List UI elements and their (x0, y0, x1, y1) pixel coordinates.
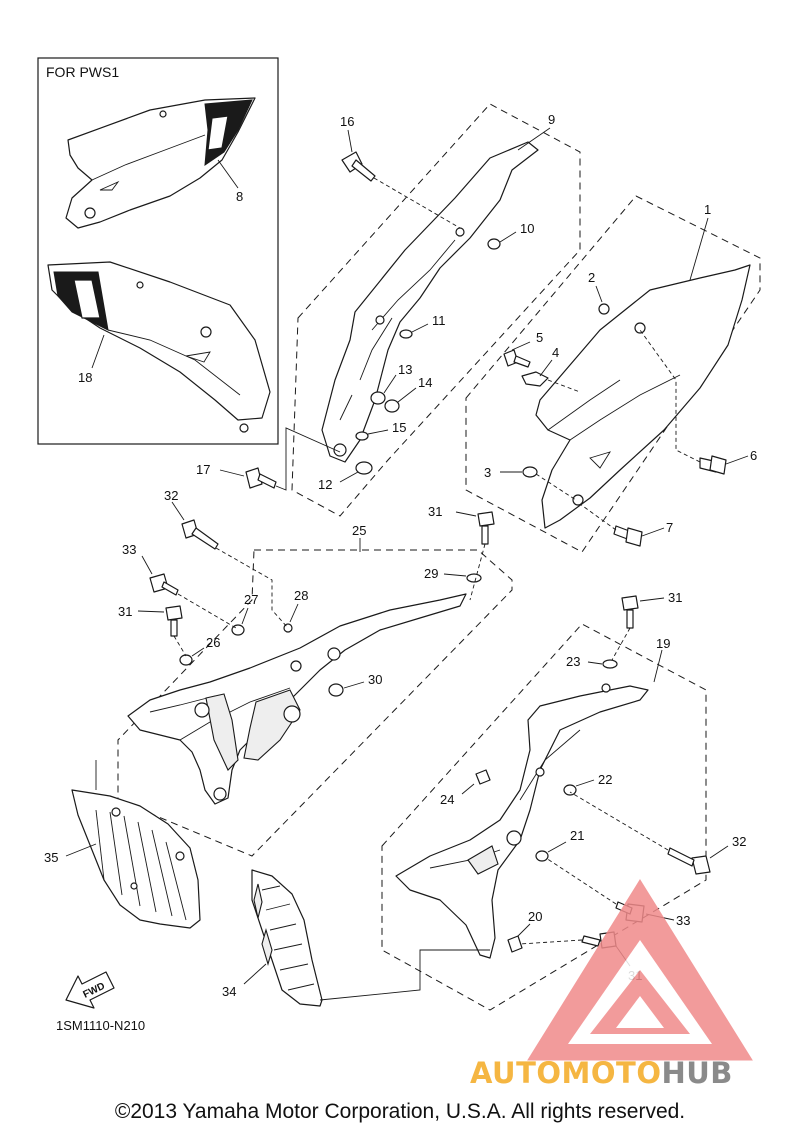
callout-13: 13 (398, 362, 412, 377)
group-boundary-9 (291, 103, 581, 517)
bolt-32-upper (181, 519, 289, 629)
grommet-23 (602, 659, 618, 669)
bolt-31-top (469, 511, 495, 601)
inset-frame (37, 57, 279, 445)
collar-21 (535, 850, 549, 862)
callout-33-a: 33 (122, 542, 136, 557)
callout-31-b: 31 (118, 604, 132, 619)
copyright-notice: ©2013 Yamaha Motor Corporation, U.S.A. A… (114, 1100, 686, 1123)
callout-17: 17 (196, 462, 210, 477)
grille-34 (251, 869, 323, 1007)
nut-20 (507, 935, 523, 953)
grommet-29 (466, 573, 482, 583)
collar-3 (522, 466, 538, 478)
watermark-text-automoto: AUTOMOTO (470, 1056, 662, 1090)
bolt-31-right-upper (611, 595, 639, 661)
callout-12: 12 (318, 477, 332, 492)
damper-30 (328, 683, 344, 697)
diagram-code: 1SM1110-N210 (56, 1018, 145, 1033)
callout-21: 21 (570, 828, 584, 843)
assembly-1: 1 2 5 4 3 6 (465, 195, 761, 553)
collar-10 (487, 238, 501, 250)
fwd-arrow: FWD (65, 971, 115, 1009)
assembly-19: 19 23 24 22 21 20 (381, 623, 707, 1011)
graphic-part-8 (65, 97, 256, 229)
group-boundary-1 (465, 195, 761, 553)
assembly-25: 25 26 27 28 29 30 (117, 523, 513, 857)
callout-16: 16 (340, 114, 354, 129)
callout-25: 25 (352, 523, 366, 538)
callout-20: 20 (528, 909, 542, 924)
graphic-part-18 (47, 261, 271, 433)
callout-26: 26 (206, 635, 220, 650)
callout-15: 15 (392, 420, 406, 435)
bolt-7 (579, 503, 643, 547)
callout-6: 6 (750, 448, 757, 463)
group-boundary-25 (117, 549, 513, 857)
callout-32-a: 32 (164, 488, 178, 503)
collar-12 (355, 461, 373, 475)
watermark-text: AUTOMOTOHUB (470, 1056, 733, 1090)
callout-30: 30 (368, 672, 382, 687)
callout-7: 7 (666, 520, 673, 535)
callout-18: 18 (78, 370, 92, 385)
callout-31-a: 31 (428, 504, 442, 519)
callout-11: 11 (432, 313, 446, 328)
watermark-logo (527, 879, 753, 1061)
callout-1: 1 (704, 202, 711, 217)
bolt-6 (639, 329, 727, 475)
bolt-17 (245, 427, 341, 491)
collar-26 (179, 654, 193, 666)
inset-pws1: FOR PWS1 8 18 (37, 57, 279, 445)
callout-4: 4 (552, 345, 559, 360)
callout-14: 14 (418, 375, 432, 390)
assembly-9: 9 16 10 11 13 14 15 12 (291, 103, 581, 517)
group-boundary-19 (381, 623, 707, 1011)
callout-10: 10 (520, 221, 534, 236)
callout-27: 27 (244, 592, 258, 607)
damper-13 (370, 391, 386, 405)
callout-24: 24 (440, 792, 454, 807)
plug-14 (384, 399, 400, 413)
nut-4 (521, 371, 549, 387)
callout-28: 28 (294, 588, 308, 603)
screw-5 (503, 349, 531, 368)
collar-2 (598, 303, 610, 315)
collar-22 (563, 784, 577, 796)
callout-3: 3 (484, 465, 491, 480)
callout-9: 9 (548, 112, 555, 127)
callout-19: 19 (656, 636, 670, 651)
watermark-text-hub: HUB (661, 1056, 733, 1090)
callout-5: 5 (536, 330, 543, 345)
callout-8: 8 (236, 189, 243, 204)
washer-11 (399, 329, 413, 339)
callout-22: 22 (598, 772, 612, 787)
inset-title: FOR PWS1 (46, 64, 119, 80)
bolt-32-right (569, 791, 711, 875)
callout-32-b: 32 (732, 834, 746, 849)
callout-29: 29 (424, 566, 438, 581)
callout-33-b: 33 (676, 913, 690, 928)
bolt-31-left (165, 605, 187, 657)
callout-34: 34 (222, 984, 236, 999)
callout-2: 2 (588, 270, 595, 285)
grille-35 (71, 760, 201, 929)
callout-23: 23 (566, 654, 580, 669)
callout-31-c: 31 (668, 590, 682, 605)
callout-35: 35 (44, 850, 58, 865)
washer-15 (355, 431, 369, 441)
bolt-33-upper (149, 573, 237, 629)
bolt-16 (341, 151, 461, 229)
nut-24 (475, 769, 491, 785)
